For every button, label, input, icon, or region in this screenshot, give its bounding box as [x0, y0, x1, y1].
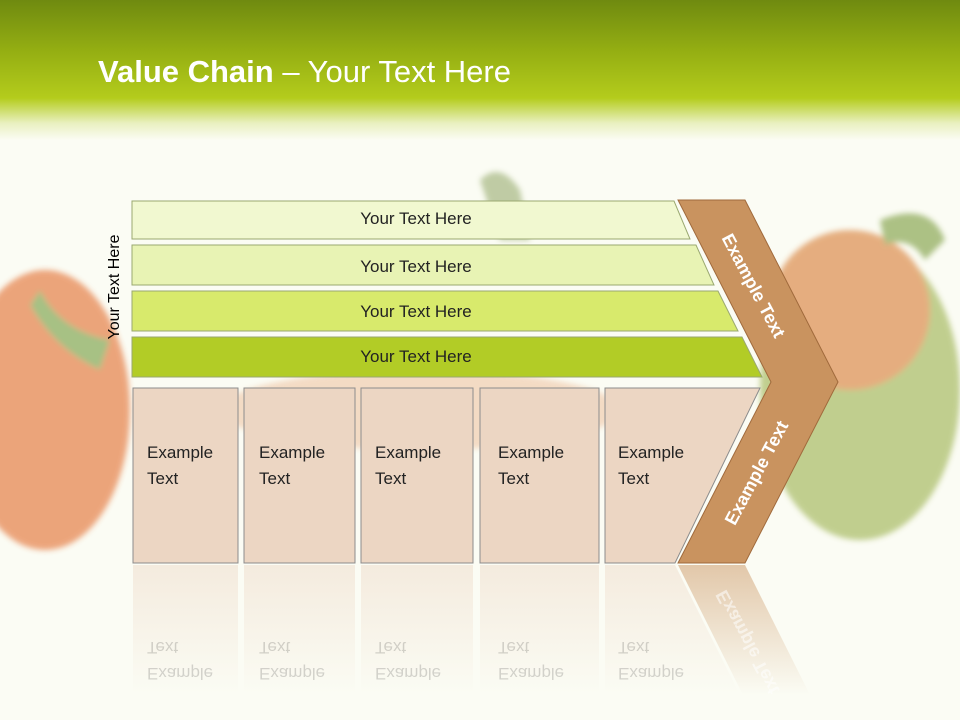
bar-2-label: Your Text Here	[360, 257, 472, 276]
box-2	[243, 387, 356, 564]
bar-2	[131, 244, 715, 286]
reflection	[133, 565, 810, 695]
bar-4	[131, 336, 763, 378]
box-4	[479, 387, 600, 564]
bar-1	[131, 200, 691, 240]
chevron-arrow	[677, 199, 839, 564]
box-1	[132, 387, 239, 564]
box-3	[360, 387, 474, 564]
bar-3-label: Your Text Here	[360, 302, 472, 321]
bar-3	[131, 290, 739, 332]
header-band: Value Chain – Your Text Here	[0, 0, 960, 140]
bar-1-label: Your Text Here	[360, 209, 472, 228]
page-title: Value Chain – Your Text Here	[98, 54, 511, 89]
box-5	[604, 387, 761, 564]
bar-4-label: Your Text Here	[360, 347, 472, 366]
side-label: Your Text Here	[106, 234, 123, 340]
